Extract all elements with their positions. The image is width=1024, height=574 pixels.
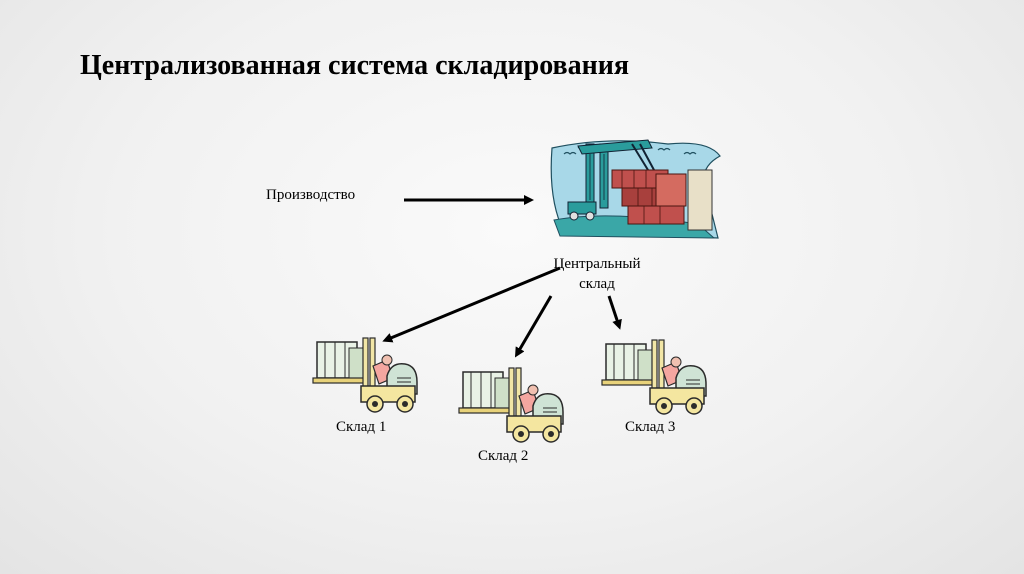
central-warehouse-label: Центральный склад — [542, 254, 652, 294]
arrow-central-to-warehouse-3 — [607, 295, 622, 330]
warehouse-1-forklift-icon — [312, 337, 418, 413]
warehouse-2-label: Склад 2 — [478, 448, 529, 464]
arrow-central-to-warehouse-2 — [514, 295, 553, 358]
arrow-central-to-warehouse-1 — [382, 266, 561, 343]
warehouse-3-label: Склад 3 — [625, 419, 676, 435]
central-warehouse-icon — [550, 139, 721, 239]
central-warehouse-label-line2: склад — [579, 276, 615, 292]
warehouse-3-forklift-icon — [601, 339, 707, 415]
slide-title: Централизованная система складирования — [80, 50, 630, 81]
production-label: Производство — [266, 187, 356, 203]
warehouse-2-forklift-icon — [458, 367, 564, 443]
central-warehouse-label-line1: Центральный — [553, 256, 641, 272]
warehouse-1-label: Склад 1 — [336, 419, 387, 435]
